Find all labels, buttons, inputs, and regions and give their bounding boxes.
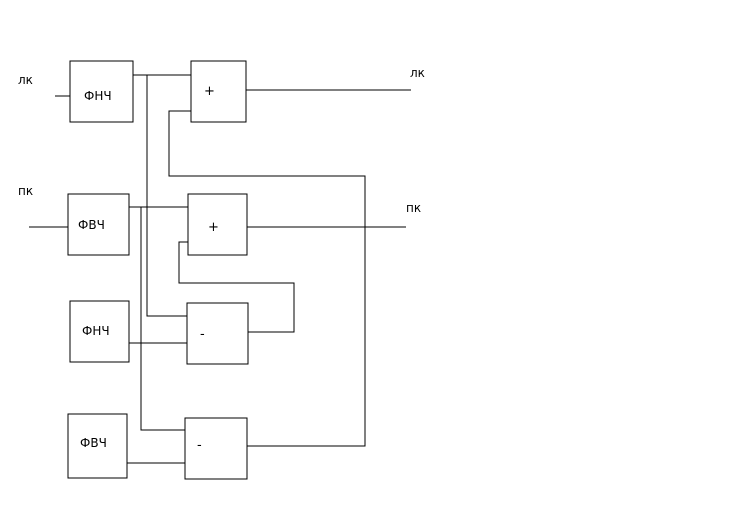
block-sub-2: - — [184, 417, 248, 480]
block-lpf-2: ФНЧ — [69, 300, 130, 363]
wires — [29, 74, 411, 464]
block-sum-1-symbol: + — [204, 84, 215, 99]
block-sub-1: - — [186, 302, 249, 365]
wire-hpf1-to-sub2 — [140, 207, 185, 431]
block-sum-2: + — [187, 193, 248, 256]
wire-sub1-to-sum2 — [178, 241, 295, 333]
block-lpf-1-box — [69, 60, 134, 123]
wire-sub2-to-sum1 — [168, 110, 366, 447]
input-label-right: пк — [18, 184, 33, 198]
block-hpf-1-box — [67, 193, 130, 256]
output-label-left: лк — [410, 66, 425, 80]
block-hpf-1: ФВЧ — [67, 193, 130, 256]
block-sub-2-box — [184, 417, 248, 480]
block-lpf-1: ФНЧ — [69, 60, 134, 123]
block-lpf-2-label: ФНЧ — [82, 324, 110, 338]
block-sub-1-box — [186, 302, 249, 365]
input-label-left: лк — [18, 73, 33, 87]
block-hpf-1-label: ФВЧ — [78, 218, 105, 232]
block-sum-2-box — [187, 193, 248, 256]
block-lpf-2-box — [69, 300, 130, 363]
block-hpf-2: ФВЧ — [67, 413, 128, 479]
block-sum-1: + — [190, 60, 247, 123]
block-lpf-1-label: ФНЧ — [84, 89, 112, 103]
block-sum-2-symbol: + — [208, 220, 219, 235]
output-label-right: пк — [406, 201, 421, 215]
block-sub-1-symbol: - — [200, 327, 205, 342]
block-sub-2-symbol: - — [197, 438, 202, 453]
block-hpf-2-label: ФВЧ — [80, 436, 107, 450]
block-hpf-2-box — [67, 413, 128, 479]
block-sum-1-box — [190, 60, 247, 123]
wire-lpf1-to-sub1 — [146, 75, 187, 317]
